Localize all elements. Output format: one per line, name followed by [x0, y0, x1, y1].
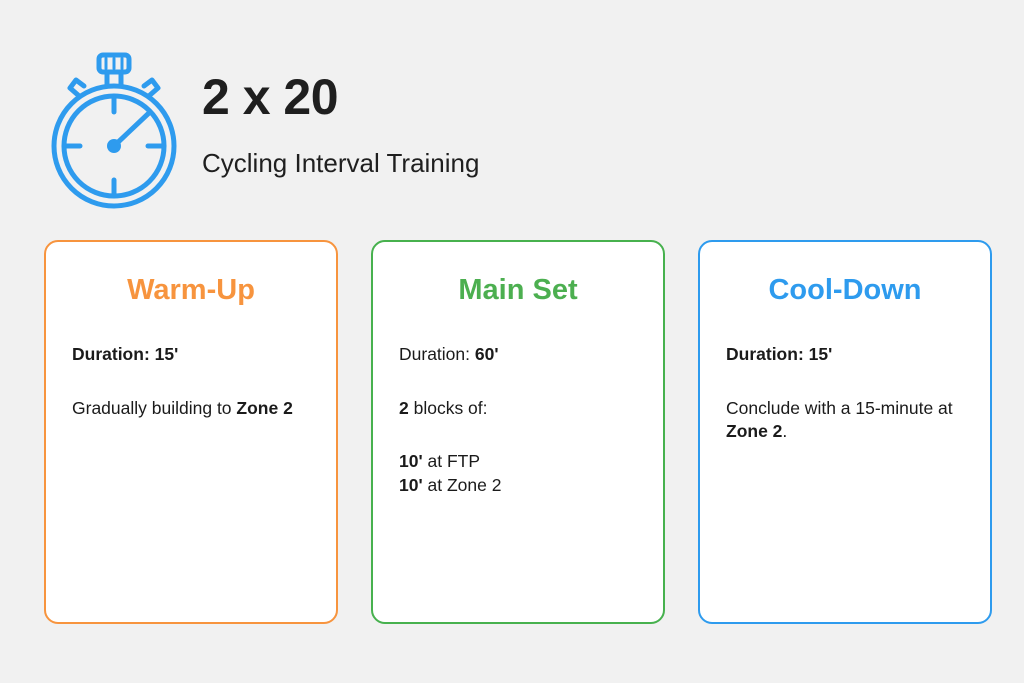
card-title-main-set: Main Set — [458, 274, 578, 306]
card-text-line: Duration: 15' — [72, 343, 310, 367]
card-text-line: Duration: 60' — [399, 343, 637, 367]
plain-text: Duration: — [399, 344, 475, 364]
plain-text: Gradually building to — [72, 397, 237, 418]
card-title-warm-up: Warm-Up — [127, 274, 255, 306]
card-text-line: 10' at Zone 2 — [399, 474, 637, 498]
card-text-line: Conclude with a 15-minute at Zone 2. — [726, 397, 964, 444]
page-title: 2 x 20 — [202, 69, 339, 125]
emphasis-text: 2 — [399, 397, 409, 418]
card-text-line: 2 blocks of: — [399, 397, 637, 421]
card-warm-up: Warm-Up Duration: 15' Gradually building … — [44, 240, 338, 624]
emphasis-text: 10' — [399, 474, 423, 495]
page-subtitle: Cycling Interval Training — [202, 148, 480, 178]
card-title-cool-down: Cool-Down — [768, 274, 922, 306]
emphasis-text: 60' — [474, 344, 499, 364]
card-row: Warm-Up Duration: 15' Gradually building … — [44, 240, 992, 624]
card-cool-down: Cool-Down Duration: 15' Conclude with a 1… — [698, 240, 992, 624]
plain-text: blocks of: — [408, 397, 488, 418]
emphasis-text: Zone 2 — [236, 397, 293, 418]
plain-text: at FTP — [422, 451, 481, 472]
card-body-warm-up: Duration: 15' Gradually building to Zone … — [72, 343, 310, 420]
plain-text: at Zone 2 — [422, 474, 502, 495]
emphasis-text: 10' — [399, 451, 423, 472]
plain-text: Conclude with a 15-minute at — [726, 397, 953, 418]
card-text-line: Duration: 15' — [726, 343, 964, 367]
card-body-cool-down: Duration: 15' Conclude with a 15-minute a… — [726, 343, 964, 444]
card-text-line: Gradually building to Zone 2 — [72, 397, 310, 421]
header-text: 2 x 20 Cycling Interval Training — [202, 46, 479, 176]
emphasis-text: Duration: 15' — [72, 344, 179, 364]
card-main-set: Main Set Duration: 60' 2 blocks of: 10' at… — [371, 240, 665, 624]
card-text-line: 10' at FTP — [399, 450, 637, 474]
emphasis-text: Duration: 15' — [726, 344, 833, 364]
plain-text: . — [782, 421, 788, 442]
header: 2 x 20 Cycling Interval Training — [44, 46, 479, 211]
stopwatch-icon — [51, 52, 177, 209]
emphasis-text: Zone 2 — [726, 421, 783, 442]
